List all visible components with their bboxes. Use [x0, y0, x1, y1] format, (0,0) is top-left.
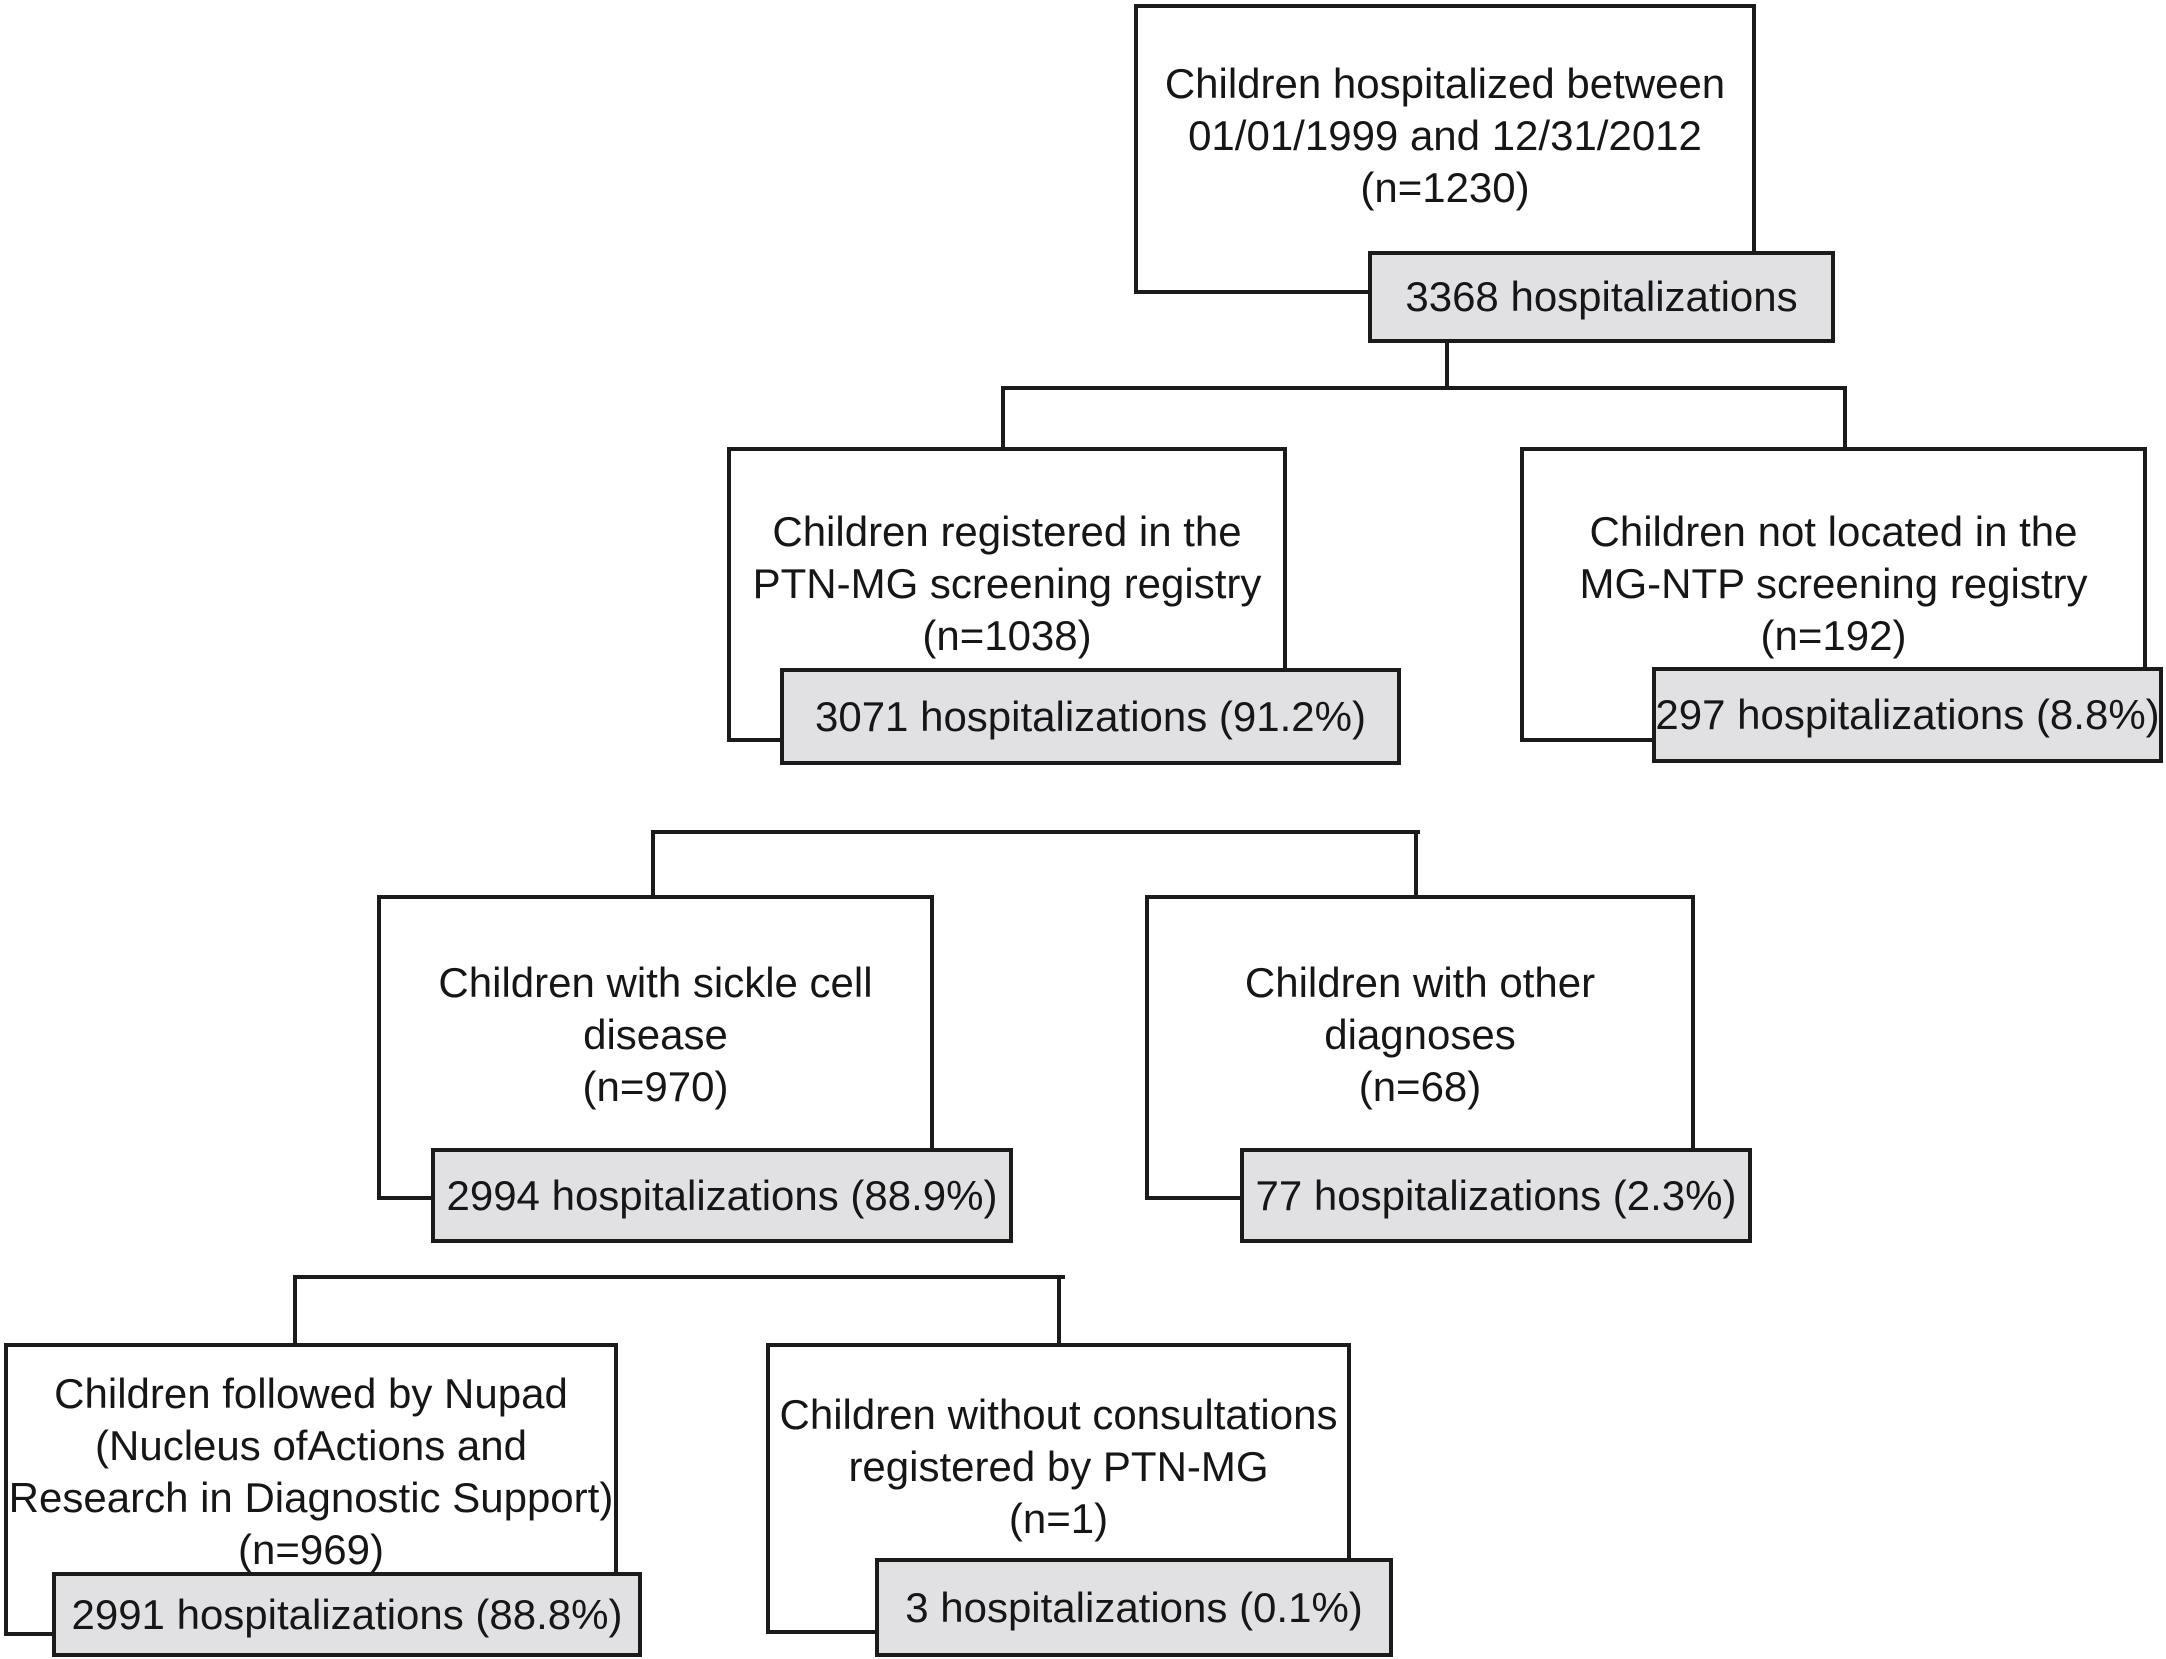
stat-no-consultations: 3 hospitalizations (0.1%)	[875, 1558, 1393, 1657]
stat-label: 3071 hospitalizations (91.2%)	[814, 692, 1366, 740]
node-label-line: 01/01/1999 and 12/31/2012	[1188, 112, 1702, 159]
stat-not-located: 297 hospitalizations (8.8%)	[1652, 667, 2163, 763]
connector-line	[293, 1275, 1065, 1279]
node-label-line: (n=1230)	[1360, 164, 1530, 211]
connector-line	[651, 830, 655, 895]
node-label-line: Children with other	[1244, 959, 1596, 1006]
node-label-line: MG-NTP screening registry	[1579, 560, 2088, 607]
node-label-line: (n=969)	[238, 1526, 384, 1573]
stat-registered: 3071 hospitalizations (91.2%)	[780, 668, 1401, 765]
stat-label: 2994 hospitalizations (88.9%)	[446, 1171, 998, 1219]
node-label-line: registered by PTN-MG	[848, 1443, 1269, 1490]
stat-sickle-cell: 2994 hospitalizations (88.9%)	[431, 1148, 1013, 1243]
node-label-line: (n=192)	[1760, 612, 1907, 659]
node-label-line: (n=68)	[1358, 1063, 1482, 1110]
connector-line	[1001, 386, 1005, 447]
connector-line	[1057, 1275, 1061, 1343]
stat-label: 297 hospitalizations (8.8%)	[1655, 691, 2160, 738]
node-label-line: (n=1038)	[922, 612, 1092, 659]
node-label-line: (n=970)	[582, 1063, 729, 1110]
stat-label: 3368 hospitalizations	[1405, 273, 1798, 320]
connector-line	[651, 830, 1420, 834]
connector-line	[1445, 343, 1449, 390]
node-label-line: disease	[583, 1011, 728, 1058]
node-label-line: diagnoses	[1324, 1011, 1516, 1058]
connector-line	[293, 1275, 297, 1343]
node-label-line: Children registered in the	[772, 508, 1242, 555]
node-label-line: (n=1)	[1008, 1495, 1109, 1542]
stat-label: 77 hospitalizations (2.3%)	[1255, 1171, 1737, 1219]
node-label-line: (Nucleus ofActions and	[95, 1422, 527, 1469]
connector-line	[1414, 830, 1418, 895]
stat-other-diagnoses: 77 hospitalizations (2.3%)	[1240, 1148, 1752, 1243]
stat-label: 2991 hospitalizations (88.8%)	[71, 1590, 623, 1638]
node-label-line: Children hospitalized between	[1164, 60, 1726, 107]
node-label-line: Research in Diagnostic Support)	[8, 1474, 614, 1521]
node-label-line: Children not located in the	[1589, 508, 2078, 555]
stat-root: 3368 hospitalizations	[1368, 251, 1835, 343]
stat-label: 3 hospitalizations (0.1%)	[905, 1583, 1363, 1631]
connector-line	[1001, 386, 1847, 390]
node-label-line: Children followed by Nupad	[54, 1370, 568, 1417]
node-root: Children hospitalized between 01/01/1999…	[1134, 4, 1756, 294]
node-label-line: PTN-MG screening registry	[752, 560, 1262, 607]
node-label-line: Children with sickle cell	[438, 959, 873, 1006]
connector-line	[1843, 386, 1847, 447]
stat-nupad: 2991 hospitalizations (88.8%)	[52, 1572, 642, 1657]
node-label-line: Children without consultations	[779, 1391, 1338, 1438]
